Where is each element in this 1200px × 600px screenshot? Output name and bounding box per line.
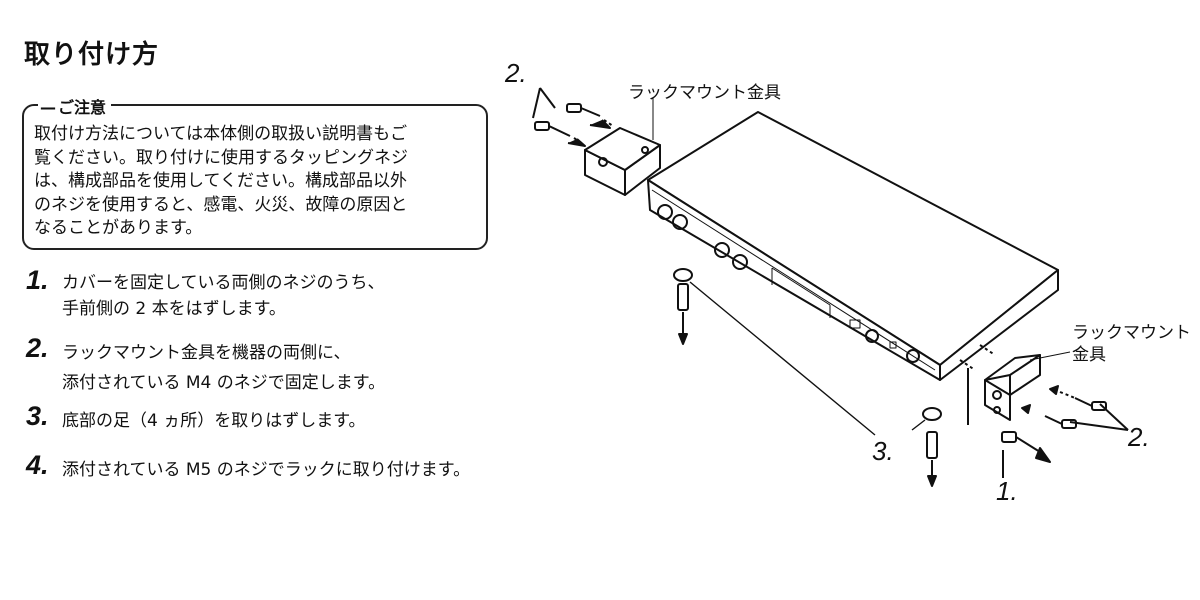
label-bracket-right-1: ラックマウント xyxy=(1072,323,1191,343)
step-text: 底部の足（4 ヵ所）を取りはずします。 xyxy=(62,411,366,431)
cover-screw xyxy=(959,344,1051,478)
page-title: 取り付け方 xyxy=(24,40,160,70)
callout-1: 1. xyxy=(996,476,1018,506)
callout-3: 3. xyxy=(872,436,894,466)
step-number: 1. xyxy=(26,265,49,295)
rackmount-illustration xyxy=(532,87,1129,487)
step-text: カバーを固定している両側のネジのうち、 xyxy=(62,273,385,293)
notice-line: なることがあります。 xyxy=(34,218,203,238)
notice-box: ご注意 取付け方法については本体側の取扱い説明書もご 覧ください。取り付けに使用… xyxy=(22,94,488,250)
left-rack-bracket xyxy=(584,127,661,196)
callout-2-right: 2. xyxy=(1128,422,1150,452)
step-text: 添付されている M5 のネジでラックに取り付けます。 xyxy=(62,460,471,480)
step-text: 添付されている M4 のネジで固定します。 xyxy=(62,373,386,393)
step-text: 手前側の 2 本をはずします。 xyxy=(62,299,286,319)
right-rack-bracket xyxy=(984,354,1041,421)
step-number: 3. xyxy=(26,401,49,431)
notice-line: のネジを使用すると、感電、火災、故障の原因と xyxy=(34,194,408,215)
step-text: ラックマウント金具を機器の両側に、 xyxy=(62,343,351,363)
foot-left xyxy=(673,268,876,436)
step-number: 2. xyxy=(26,333,49,363)
notice-line: 取付け方法については本体側の取扱い説明書もご xyxy=(34,124,408,144)
notice-label: ご注意 xyxy=(38,94,112,118)
screws-right xyxy=(1021,385,1129,431)
notice-line: は、構成部品を使用してください。構成部品以外 xyxy=(34,171,407,191)
device-body xyxy=(647,111,1059,381)
screws-left-top xyxy=(532,87,614,147)
label-bracket-right-2: 金具 xyxy=(1072,345,1106,365)
notice-line: 覧ください。取り付けに使用するタッピングネジ xyxy=(34,147,408,168)
callout-2-left: 2. xyxy=(505,58,527,88)
foot-right xyxy=(911,407,942,487)
step-number: 4. xyxy=(26,450,49,480)
label-bracket-left: ラックマウント金具 xyxy=(628,83,781,103)
notice-body: 取付け方法については本体側の取扱い説明書もご 覧ください。取り付けに使用するタッ… xyxy=(34,123,480,241)
